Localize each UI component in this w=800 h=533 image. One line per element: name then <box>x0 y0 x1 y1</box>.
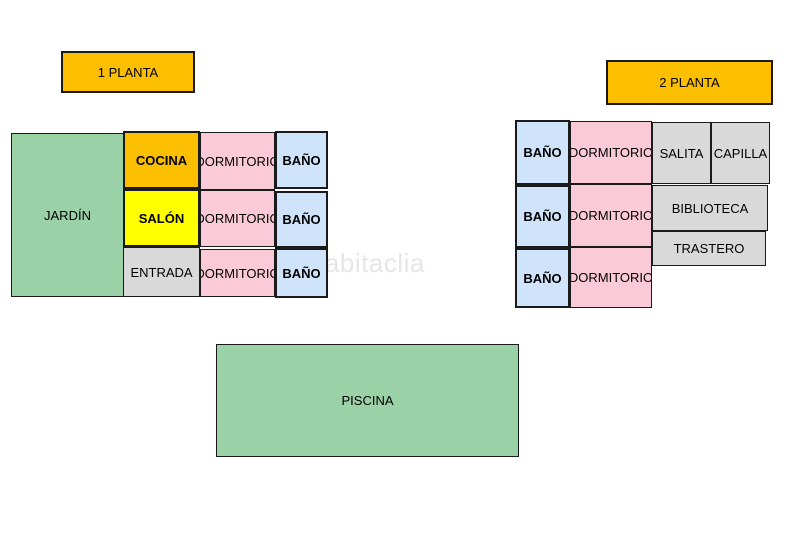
room-piscina: PISCINA <box>216 344 519 457</box>
room-dormitorio: DORMITORIO <box>200 190 275 247</box>
room-entrada: ENTRADA <box>123 247 200 297</box>
room-biblioteca: BIBLIOTECA <box>652 185 768 231</box>
room-bano: BAÑO <box>275 191 328 248</box>
floor1-title: 1 PLANTA <box>61 51 195 93</box>
room-jardin: JARDÍN <box>11 133 124 297</box>
room-cocina: COCINA <box>123 131 200 189</box>
room-dormitorio: DORMITORIO <box>570 121 652 184</box>
room-dormitorio: DORMITORIO <box>200 132 275 190</box>
room-dormitorio: DORMITORIO <box>570 247 652 308</box>
room-bano: BAÑO <box>275 248 328 298</box>
room-bano: BAÑO <box>515 248 570 308</box>
watermark-text: habitaclia <box>310 248 425 278</box>
floor2-title: 2 PLANTA <box>606 60 773 105</box>
room-bano: BAÑO <box>275 131 328 189</box>
room-dormitorio: DORMITORIO <box>200 249 275 297</box>
room-capilla: CAPILLA <box>711 122 770 184</box>
room-trastero: TRASTERO <box>652 231 766 266</box>
room-salon: SALÓN <box>123 189 200 247</box>
room-salita: SALITA <box>652 122 711 184</box>
room-bano: BAÑO <box>515 120 570 185</box>
room-dormitorio: DORMITORIO <box>570 184 652 247</box>
room-bano: BAÑO <box>515 185 570 248</box>
